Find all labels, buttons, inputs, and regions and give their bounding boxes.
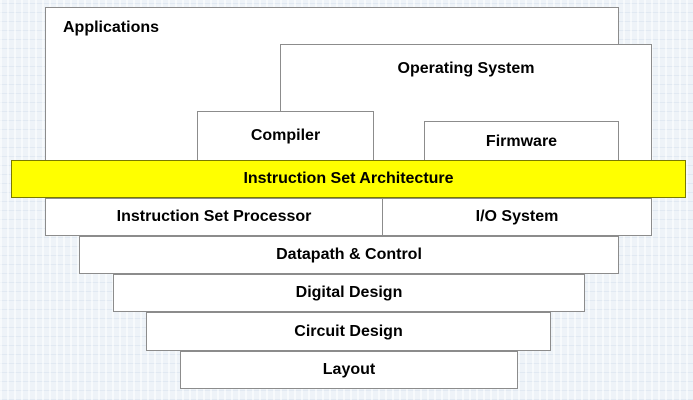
circuit-design-label: Circuit Design [294, 322, 403, 340]
instruction-set-processor-label: Instruction Set Processor [116, 208, 312, 225]
compiler-label: Compiler [250, 127, 321, 144]
instruction-set-processor-box: Instruction Set Processor [45, 198, 383, 236]
io-system-label: I/O System [475, 208, 559, 225]
instruction-set-architecture-band: Instruction Set Architecture [11, 160, 686, 198]
instruction-set-architecture-label: Instruction Set Architecture [243, 170, 454, 187]
digital-design-box: Digital Design [113, 274, 585, 312]
compiler-box: Compiler [197, 111, 374, 161]
applications-label: Applications [63, 19, 160, 36]
circuit-design-box: Circuit Design [146, 312, 551, 351]
firmware-box: Firmware [424, 121, 619, 161]
datapath-control-box: Datapath & Control [79, 236, 619, 274]
io-system-box: I/O System [382, 198, 652, 236]
firmware-label: Firmware [485, 133, 558, 150]
datapath-control-label: Datapath & Control [276, 246, 422, 263]
digital-design-label: Digital Design [295, 284, 403, 301]
layout-label: Layout [322, 361, 376, 378]
operating-system-label: Operating System [397, 60, 535, 77]
layout-box: Layout [180, 351, 518, 389]
